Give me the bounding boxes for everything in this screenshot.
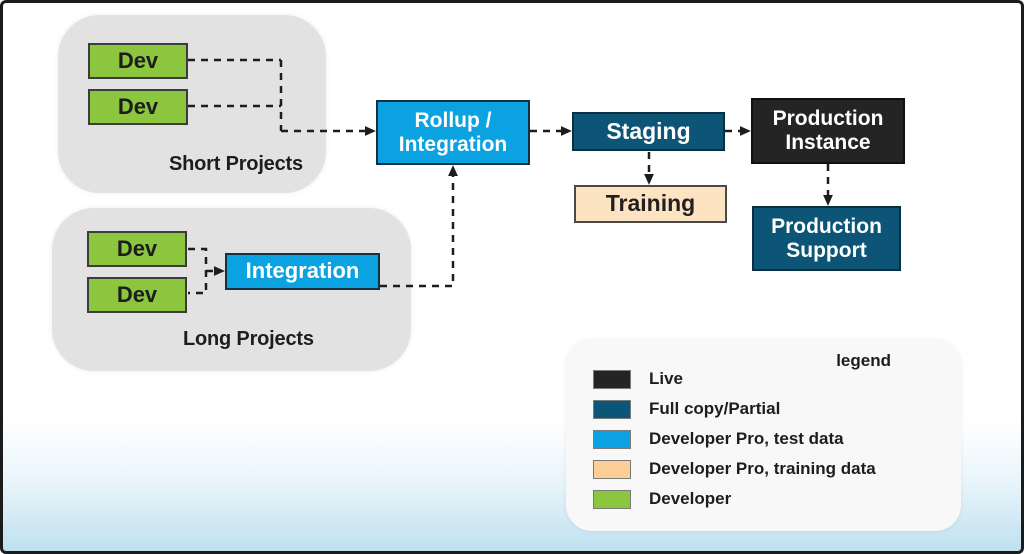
production-instance-box: Production Instance: [751, 98, 905, 164]
legend-swatch-full-copy: [593, 399, 631, 419]
legend-swatch-test-data: [593, 429, 631, 449]
legend-label-training-data: Developer Pro, training data: [649, 459, 876, 478]
legend-title: legend: [836, 351, 891, 370]
legend-label-developer: Developer: [649, 489, 732, 508]
dev-box: Dev: [88, 89, 188, 125]
legend-row: Developer Pro, test data: [593, 429, 844, 449]
dev-box: Dev: [87, 277, 187, 313]
legend-panel: legend Live Full copy/Partial Developer …: [566, 340, 961, 531]
production-support-box: Production Support: [752, 206, 901, 271]
legend-row: Full copy/Partial: [593, 399, 780, 419]
training-box: Training: [574, 185, 727, 223]
dev-label: Dev: [116, 235, 158, 261]
legend-swatch-live: [593, 369, 631, 389]
dev-label: Dev: [117, 47, 159, 73]
legend-row: Live: [593, 369, 683, 389]
dev-label: Dev: [117, 93, 159, 119]
rollup-label-line1: Rollup /: [414, 108, 492, 132]
legend-label-test-data: Developer Pro, test data: [649, 429, 844, 448]
rollup-label-line2: Integration: [398, 132, 508, 156]
production-support-line1: Production: [771, 214, 882, 238]
legend-row: Developer: [593, 489, 731, 509]
dev-box: Dev: [87, 231, 187, 267]
legend-row: Developer Pro, training data: [593, 459, 876, 479]
staging-box: Staging: [572, 112, 725, 151]
short-projects-label: Short Projects: [169, 153, 303, 175]
legend-swatch-training-data: [593, 459, 631, 479]
production-support-line2: Support: [786, 238, 867, 262]
legend-swatch-developer: [593, 489, 631, 509]
dev-box: Dev: [88, 43, 188, 79]
staging-label: Staging: [606, 117, 691, 144]
long-projects-label: Long Projects: [183, 328, 314, 350]
legend-label-full-copy: Full copy/Partial: [649, 399, 781, 418]
integration-box: Integration: [225, 253, 380, 290]
production-instance-line2: Instance: [785, 131, 871, 154]
dev-label: Dev: [116, 281, 158, 307]
integration-label: Integration: [245, 258, 360, 284]
rollup-integration-box: Rollup / Integration: [376, 100, 530, 165]
production-instance-line1: Production: [772, 107, 884, 131]
legend-label-live: Live: [649, 369, 684, 388]
training-label: Training: [605, 190, 696, 217]
